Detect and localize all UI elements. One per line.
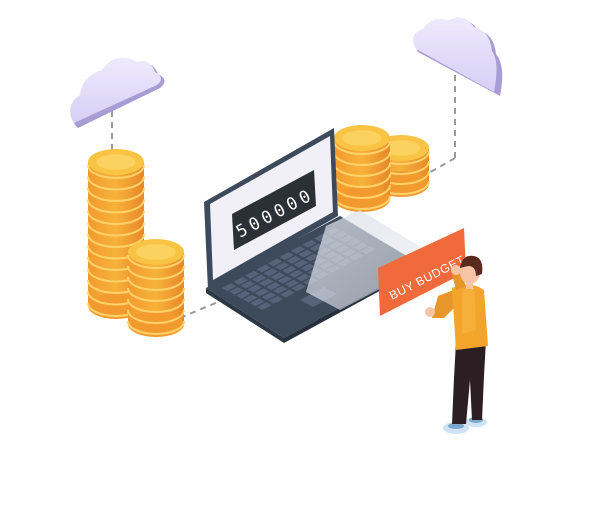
- keyboard-key: [261, 292, 276, 300]
- keyboard-key: [300, 263, 315, 272]
- keyboard-key: [236, 290, 251, 299]
- coin-edge: [127, 287, 185, 302]
- keyboard-key: [256, 264, 271, 273]
- keyboard-key: [252, 274, 267, 283]
- keyboard-overlay: [306, 210, 432, 310]
- coin-edge: [333, 151, 391, 166]
- person-pants: [452, 340, 486, 424]
- coin-edge: [127, 309, 185, 324]
- coin-edge: [333, 140, 391, 155]
- keyboard-key: [245, 270, 260, 279]
- coin-stack-right-front: [333, 125, 391, 212]
- keyboard-key: [302, 239, 317, 248]
- keyboard-key: [291, 283, 306, 292]
- keyboard-key: [291, 246, 306, 254]
- keyboard-key: [277, 276, 292, 284]
- keyboard-key: [247, 284, 262, 293]
- keyboard-key: [266, 282, 281, 290]
- coin-edge: [87, 176, 145, 191]
- keyboard-key: [275, 262, 290, 270]
- keyboard-key: [268, 258, 283, 267]
- coin-top-inner: [381, 140, 421, 156]
- coin-edge: [87, 210, 145, 225]
- coin-edge: [127, 276, 185, 291]
- cloud-icon-left: [70, 57, 165, 128]
- coin-edge: [333, 173, 391, 188]
- coin-edge: [87, 187, 145, 202]
- keyboard-key: [222, 283, 237, 291]
- keyboard-key: [273, 286, 288, 294]
- keyboard-key: [259, 278, 274, 287]
- keyboard-key: [263, 268, 278, 277]
- keyboard-key: [280, 289, 295, 298]
- coin-top-inner: [136, 244, 176, 260]
- keyboard-key: [270, 272, 285, 280]
- keyboard-key: [233, 277, 248, 285]
- coin-top-inner: [96, 154, 136, 170]
- keyboard-key: [293, 259, 308, 268]
- keyboard-key: [240, 280, 255, 289]
- keyboard-key: [298, 249, 313, 258]
- keyboard-key: [243, 294, 258, 303]
- keyboard-key: [279, 252, 294, 260]
- keyboard-key: [229, 287, 244, 295]
- keyboard-key: [284, 279, 299, 288]
- coin-edge: [127, 298, 185, 313]
- person-hair: [460, 255, 483, 276]
- keyboard-key: [268, 296, 283, 304]
- screen-value-panel: [232, 170, 316, 250]
- laptop: 500000: [204, 128, 432, 343]
- coin-edge: [87, 222, 145, 237]
- coin-edge: [333, 162, 391, 177]
- coin-edge: [127, 254, 185, 269]
- coin-edge: [87, 233, 145, 248]
- keyboard-key: [282, 266, 297, 274]
- coin-edge: [87, 164, 145, 179]
- keyboard-key: [296, 273, 311, 282]
- coin-edge: [127, 320, 185, 335]
- keyboard-key: [286, 255, 301, 264]
- keyboard-key: [289, 269, 304, 278]
- keyboard-key: [257, 302, 272, 310]
- coin-edge: [87, 199, 145, 214]
- person-figure: [425, 255, 488, 434]
- keyboard-key: [254, 288, 269, 297]
- cloud-icon-right: [413, 17, 503, 96]
- keyboard-key: [305, 253, 320, 262]
- keyboard-key: [250, 298, 265, 307]
- coin-top-inner: [342, 130, 382, 146]
- coin-stack-left-short: [127, 239, 185, 337]
- coin-edge: [127, 265, 185, 280]
